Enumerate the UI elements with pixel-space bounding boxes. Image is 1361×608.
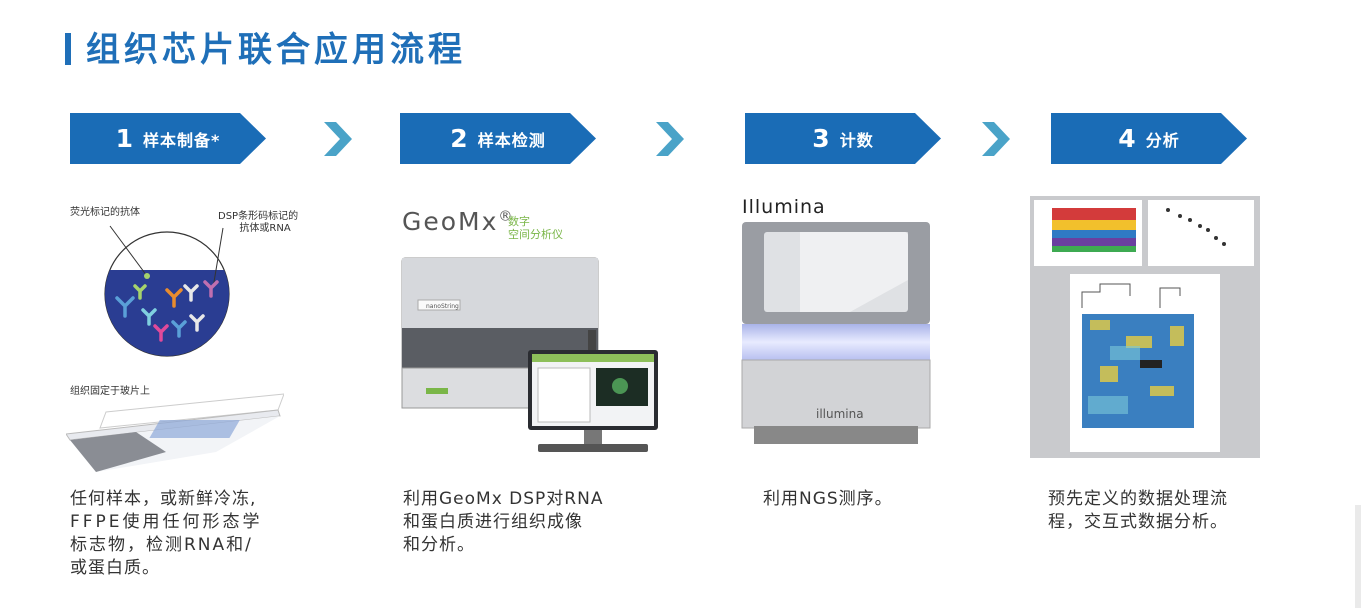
illumina-brand: Illumina [742, 196, 826, 218]
desc-line: 利用GeoMx DSP对RNA [403, 489, 604, 509]
geomx-sub-line1: 数字 [508, 215, 530, 228]
antibody-circle-illustration [104, 225, 230, 357]
step-number: 2 [450, 124, 468, 153]
step-banner-1: 1 样本制备* [70, 113, 266, 164]
step4-description: 预先定义的数据处理流 程，交互式数据分析。 [1048, 488, 1228, 534]
desc-line: 标志物，检测RNA和/ [70, 535, 253, 555]
desc-line: 程，交互式数据分析。 [1048, 512, 1228, 532]
illumina-device-label: illumina [816, 407, 864, 421]
label-slide: 组织固定于玻片上 [70, 386, 150, 397]
geomx-brand: GeoMx® [402, 207, 514, 236]
desc-line: 任何样本，或新鲜冷冻, [70, 489, 257, 509]
desc-line: 和蛋白质进行组织成像 [403, 512, 583, 532]
registered-mark: ® [498, 208, 515, 225]
data-analysis-illustration [1030, 196, 1260, 458]
illumina-sequencer-illustration [741, 222, 931, 444]
label-dsp-barcode: DSP条形码标记的 抗体或RNA [218, 211, 298, 235]
label-dsp-line2: 抗体或RNA [239, 223, 291, 234]
step-label: 样本检测 [477, 130, 546, 150]
step-number: 3 [812, 124, 830, 153]
desc-line: 和分析。 [403, 535, 475, 555]
step-banner-2: 2 样本检测 [400, 113, 596, 164]
title-accent-bar [65, 33, 71, 65]
label-fluorescent-antibody: 荧光标记的抗体 [70, 207, 140, 218]
page-title: 组织芯片联合应用流程 [86, 30, 466, 70]
step-banner-3: 3 计数 [745, 113, 941, 164]
chevron-right-icon [656, 122, 684, 156]
step-label: 计数 [839, 130, 874, 150]
geomx-instrument-illustration [401, 257, 658, 452]
step-banner-4: 4 分析 [1051, 113, 1247, 164]
geomx-brand-text: GeoMx [402, 207, 499, 236]
step-label: 分析 [1145, 130, 1180, 150]
step2-description: 利用GeoMx DSP对RNA 和蛋白质进行组织成像 和分析。 [403, 488, 603, 557]
desc-line: 预先定义的数据处理流 [1048, 489, 1228, 509]
chevron-right-icon [982, 122, 1010, 156]
step-number: 4 [1118, 124, 1136, 153]
step3-description: 利用NGS测序。 [763, 488, 893, 511]
step-label: 样本制备* [143, 130, 221, 150]
geomx-sub-line2: 空间分析仪 [508, 228, 563, 241]
desc-line: 或蛋白质。 [70, 558, 160, 578]
step-number: 1 [115, 124, 134, 153]
desc-line: FFPE使用任何形态学 [70, 512, 263, 532]
glass-slide-illustration [66, 393, 284, 472]
chevron-right-icon [324, 122, 352, 156]
edge-strip [1355, 505, 1361, 608]
label-dsp-line1: DSP条形码标记的 [218, 211, 299, 222]
desc-line: 利用NGS测序。 [763, 489, 893, 509]
geomx-subtitle: 数字 空间分析仪 [508, 215, 563, 241]
step1-description: 任何样本，或新鲜冷冻, FFPE使用任何形态学 标志物，检测RNA和/ 或蛋白质… [70, 488, 263, 580]
nanostring-label: nanoString [426, 303, 459, 310]
